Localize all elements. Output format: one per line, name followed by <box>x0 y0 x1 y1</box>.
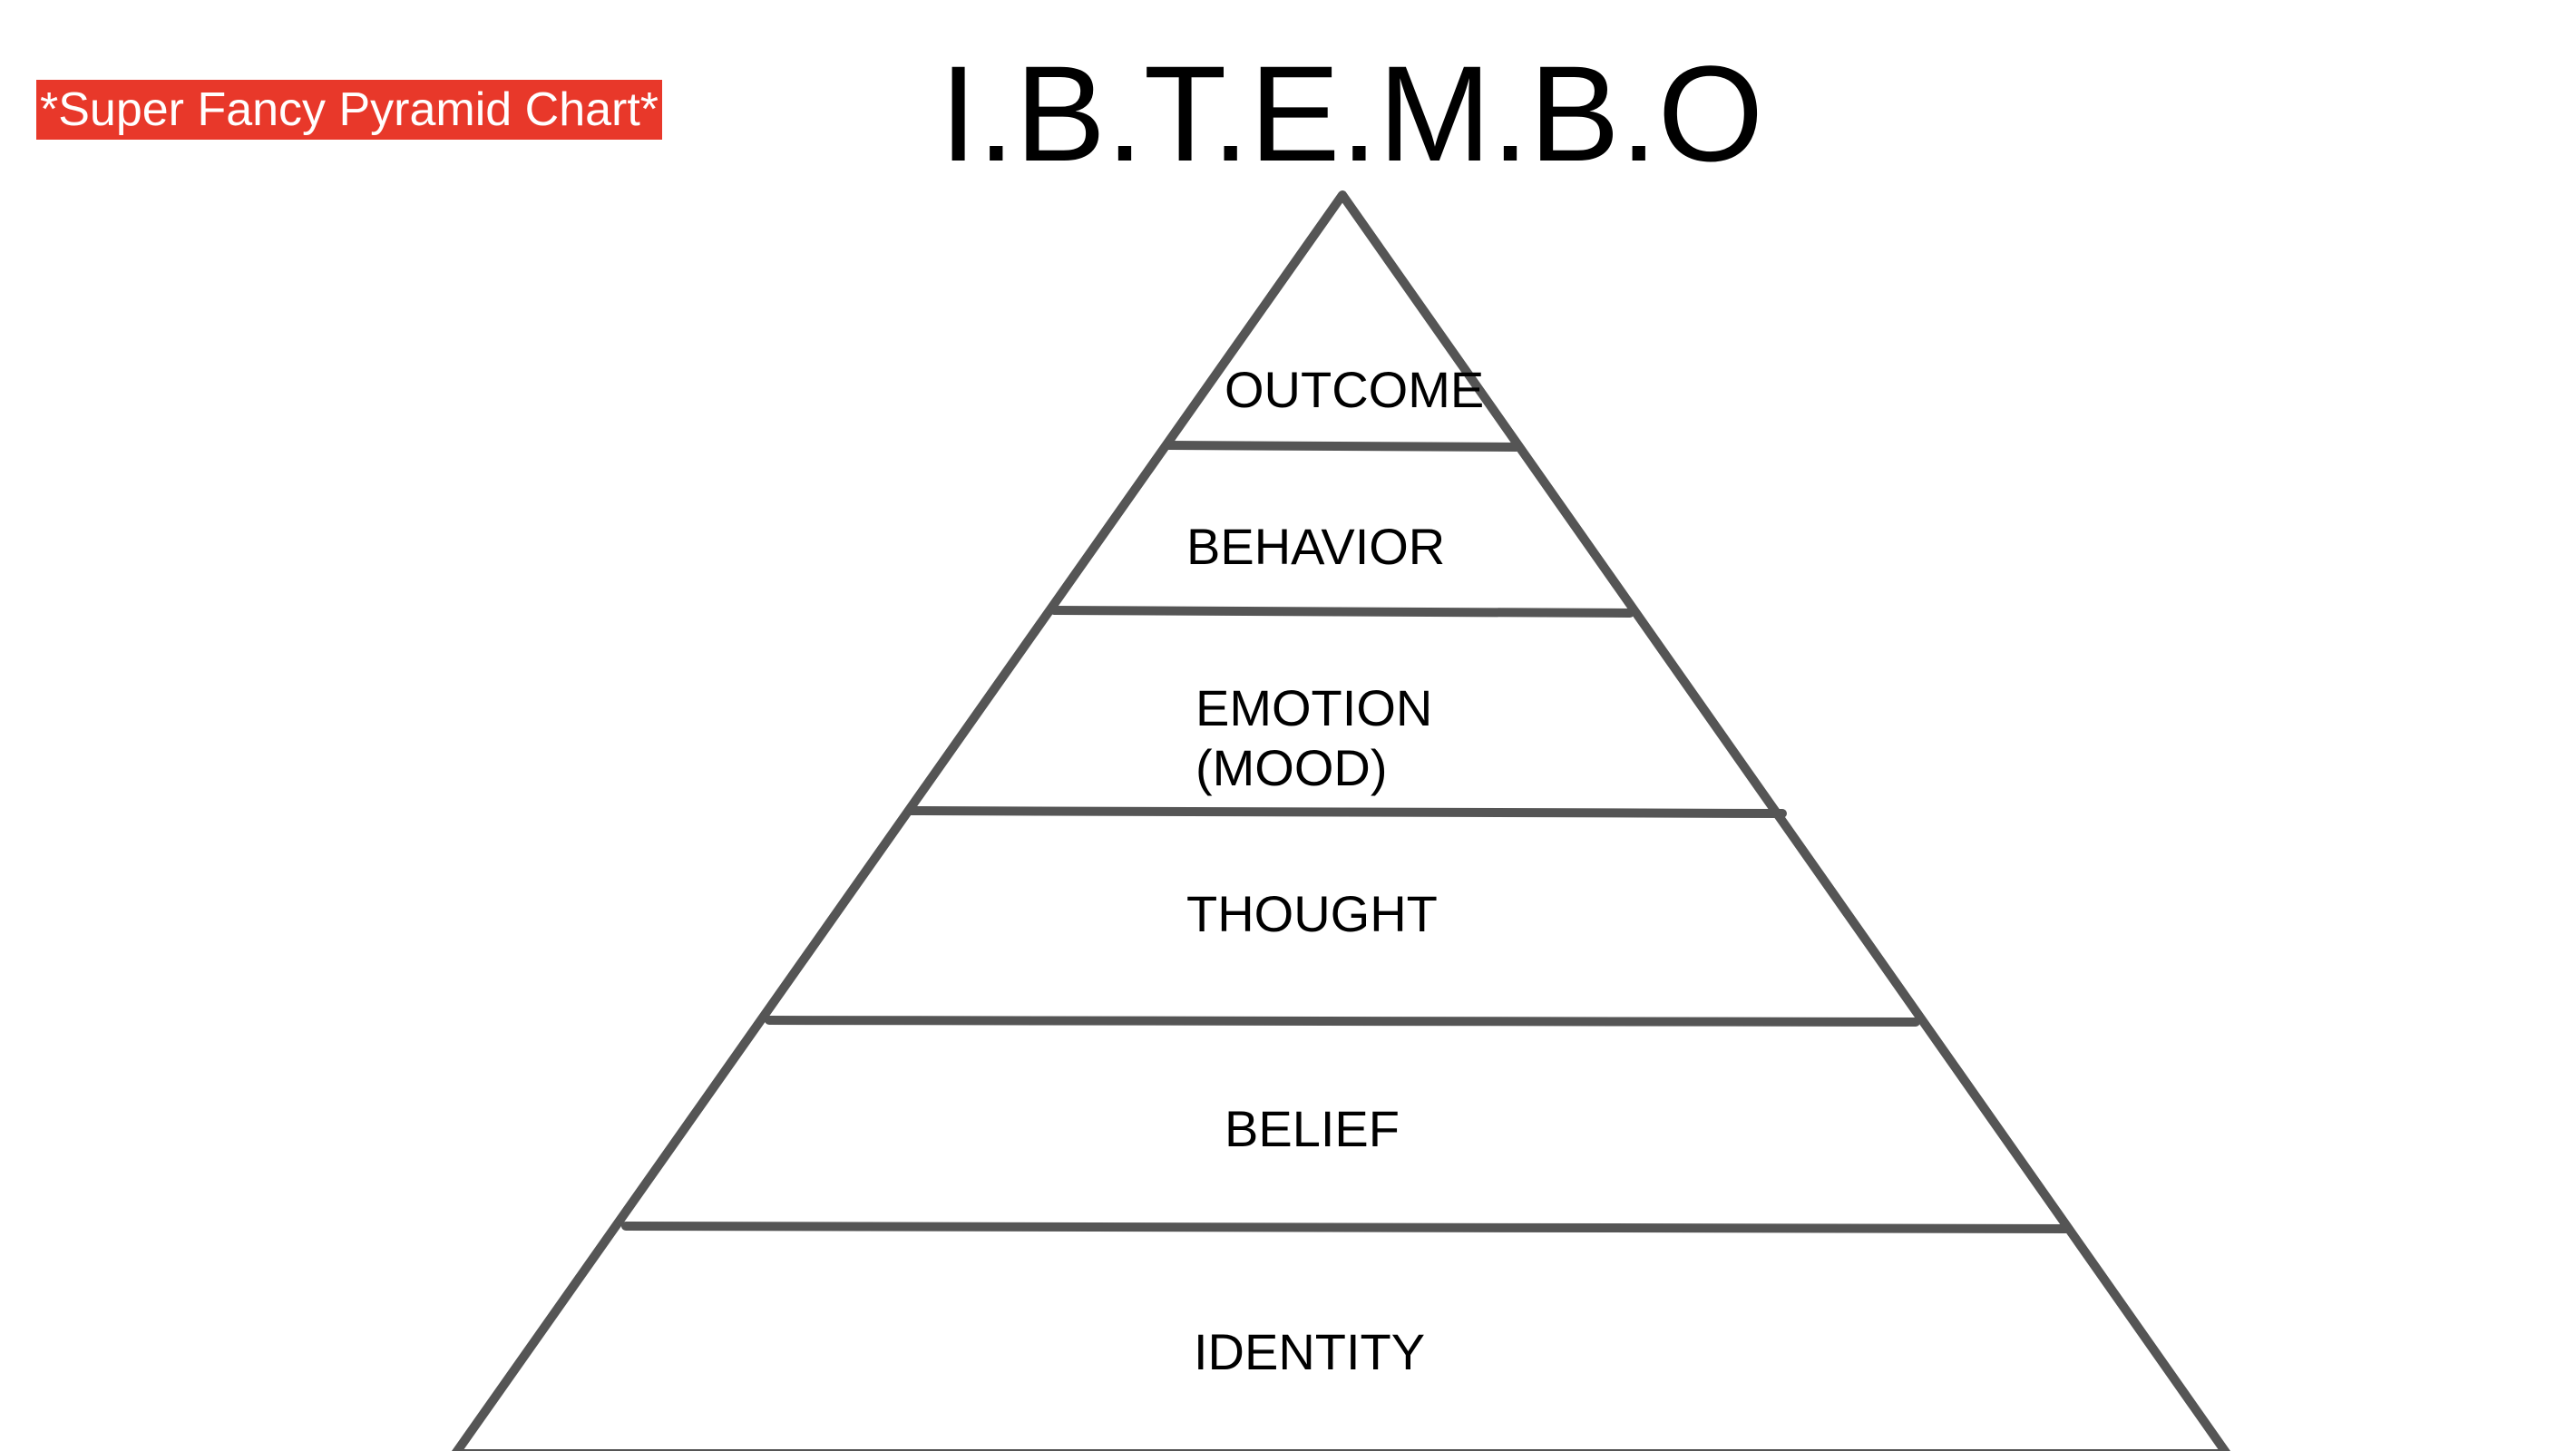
layer-divider-4 <box>765 1016 1920 1027</box>
layer-divider-5 <box>621 1222 2071 1233</box>
layer-label-identity: IDENTITY <box>1194 1323 1426 1380</box>
pyramid-outline <box>451 190 2231 1451</box>
layer-label-emotion: EMOTION (MOOD) <box>1195 679 1433 796</box>
chart-badge: *Super Fancy Pyramid Chart* <box>36 80 663 140</box>
layer-label-behavior: BEHAVIOR <box>1186 518 1446 575</box>
layer-divider-2 <box>1049 606 1634 618</box>
layer-label-outcome: OUTCOME <box>1225 361 1485 418</box>
layer-divider-1 <box>1164 441 1521 452</box>
page-title: I.B.T.E.M.B.O <box>939 37 1764 190</box>
layer-divider-3 <box>904 806 1787 818</box>
layer-label-thought: THOUGHT <box>1186 885 1438 942</box>
layer-label-belief: BELIEF <box>1225 1100 1400 1157</box>
